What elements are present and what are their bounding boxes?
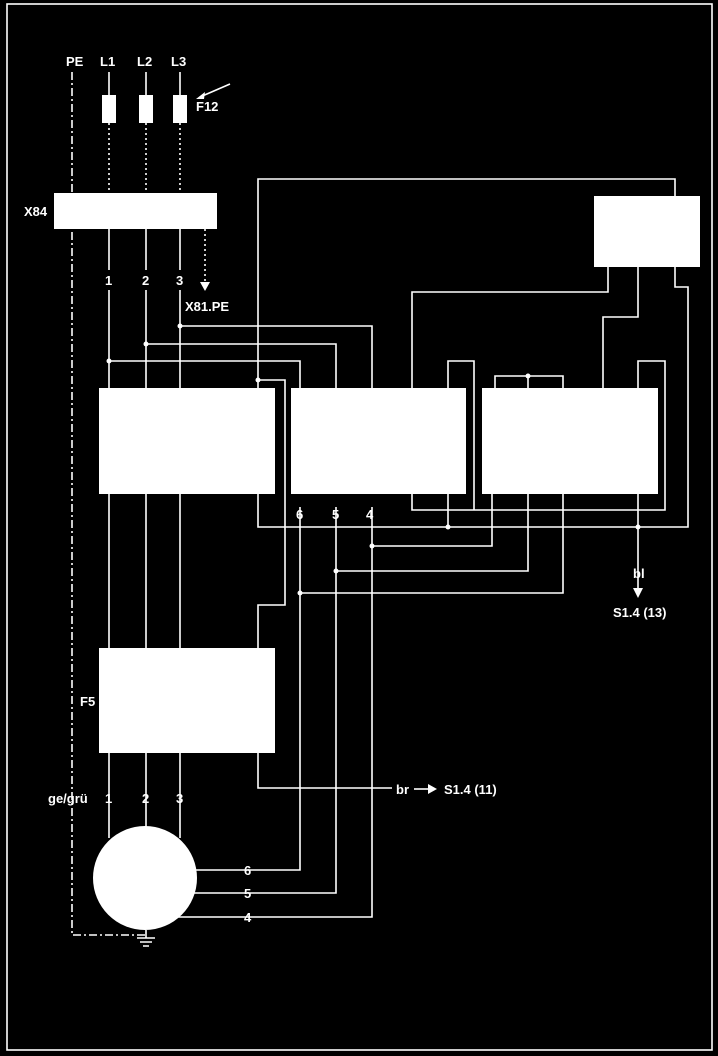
label-l2: L2 [137, 54, 152, 69]
motor-lead-4: 4 [244, 910, 252, 925]
wire-l1-to-mod2 [109, 360, 301, 388]
terminal-strip-x84 [54, 193, 217, 229]
label-x81-pe: X81.PE [185, 299, 229, 314]
wire-br [257, 753, 392, 789]
bl-arrowhead [633, 588, 643, 598]
ground-icon [137, 930, 155, 947]
mod2-terminal-4: 4 [366, 507, 374, 522]
label-s14-11: S1.4 (11) [444, 782, 497, 797]
node-l2 [143, 341, 149, 347]
fuse-to-strip [108, 123, 181, 193]
loop-wire-outer [257, 178, 689, 528]
node-l3 [177, 323, 183, 329]
label-f5: F5 [80, 694, 95, 709]
wire-loop-to-f5 [257, 379, 286, 648]
module-3 [482, 388, 658, 494]
label-bl: bl [633, 566, 645, 581]
lead-6 [196, 507, 301, 871]
wire-ctrl-b [602, 267, 639, 388]
motor [93, 826, 197, 930]
strip-out-upper [108, 229, 181, 270]
motor-lead-5: 5 [244, 886, 251, 901]
module-1 [99, 388, 275, 494]
terminal-1-top: 1 [105, 273, 112, 288]
lead-5 [194, 507, 337, 894]
label-pe: PE [66, 54, 84, 69]
fuse-l2 [139, 95, 153, 123]
label-l1: L1 [100, 54, 115, 69]
f12-arrowhead [196, 92, 205, 99]
wire-ctrl-a [411, 267, 666, 511]
f12-pointer [199, 83, 231, 98]
node-mod2-down [445, 524, 451, 530]
f5-to-motor [108, 753, 181, 838]
label-f12: F12 [196, 99, 218, 114]
label-s14-13: S1.4 (13) [613, 605, 666, 620]
motor-terminal-3: 3 [176, 791, 183, 806]
motor-lead-6: 6 [244, 863, 251, 878]
terminal-2-top: 2 [142, 273, 149, 288]
br-arrowhead [428, 784, 437, 794]
node-bl [635, 524, 641, 530]
terminal-3-top: 3 [176, 273, 183, 288]
phase-lines-in [108, 72, 181, 95]
wire-mod3-to-4 [372, 494, 493, 547]
label-x84: X84 [24, 204, 48, 219]
label-ge-gru: ge/grü [48, 791, 88, 806]
wire-mod3-to-6 [300, 494, 564, 594]
wire-mod2-mod3 [447, 360, 475, 510]
fuse-l3 [173, 95, 187, 123]
wire-l3-to-mod2 [180, 325, 373, 388]
wire-mod3-to-5 [336, 494, 529, 572]
wire-l2-to-mod2 [146, 343, 337, 388]
module-2 [291, 388, 466, 494]
node-l1 [106, 358, 112, 364]
label-l3: L3 [171, 54, 186, 69]
motor-terminal-1: 1 [105, 791, 112, 806]
label-br: br [396, 782, 409, 797]
protection-f5 [99, 648, 275, 753]
pe-conductor [71, 72, 146, 936]
lead-4 [170, 507, 373, 918]
control-box-top [594, 196, 700, 267]
fuse-l1 [102, 95, 116, 123]
motor-terminal-2: 2 [142, 791, 149, 806]
pe-ref-arrowhead [200, 282, 210, 291]
diagram-frame [6, 3, 713, 1051]
